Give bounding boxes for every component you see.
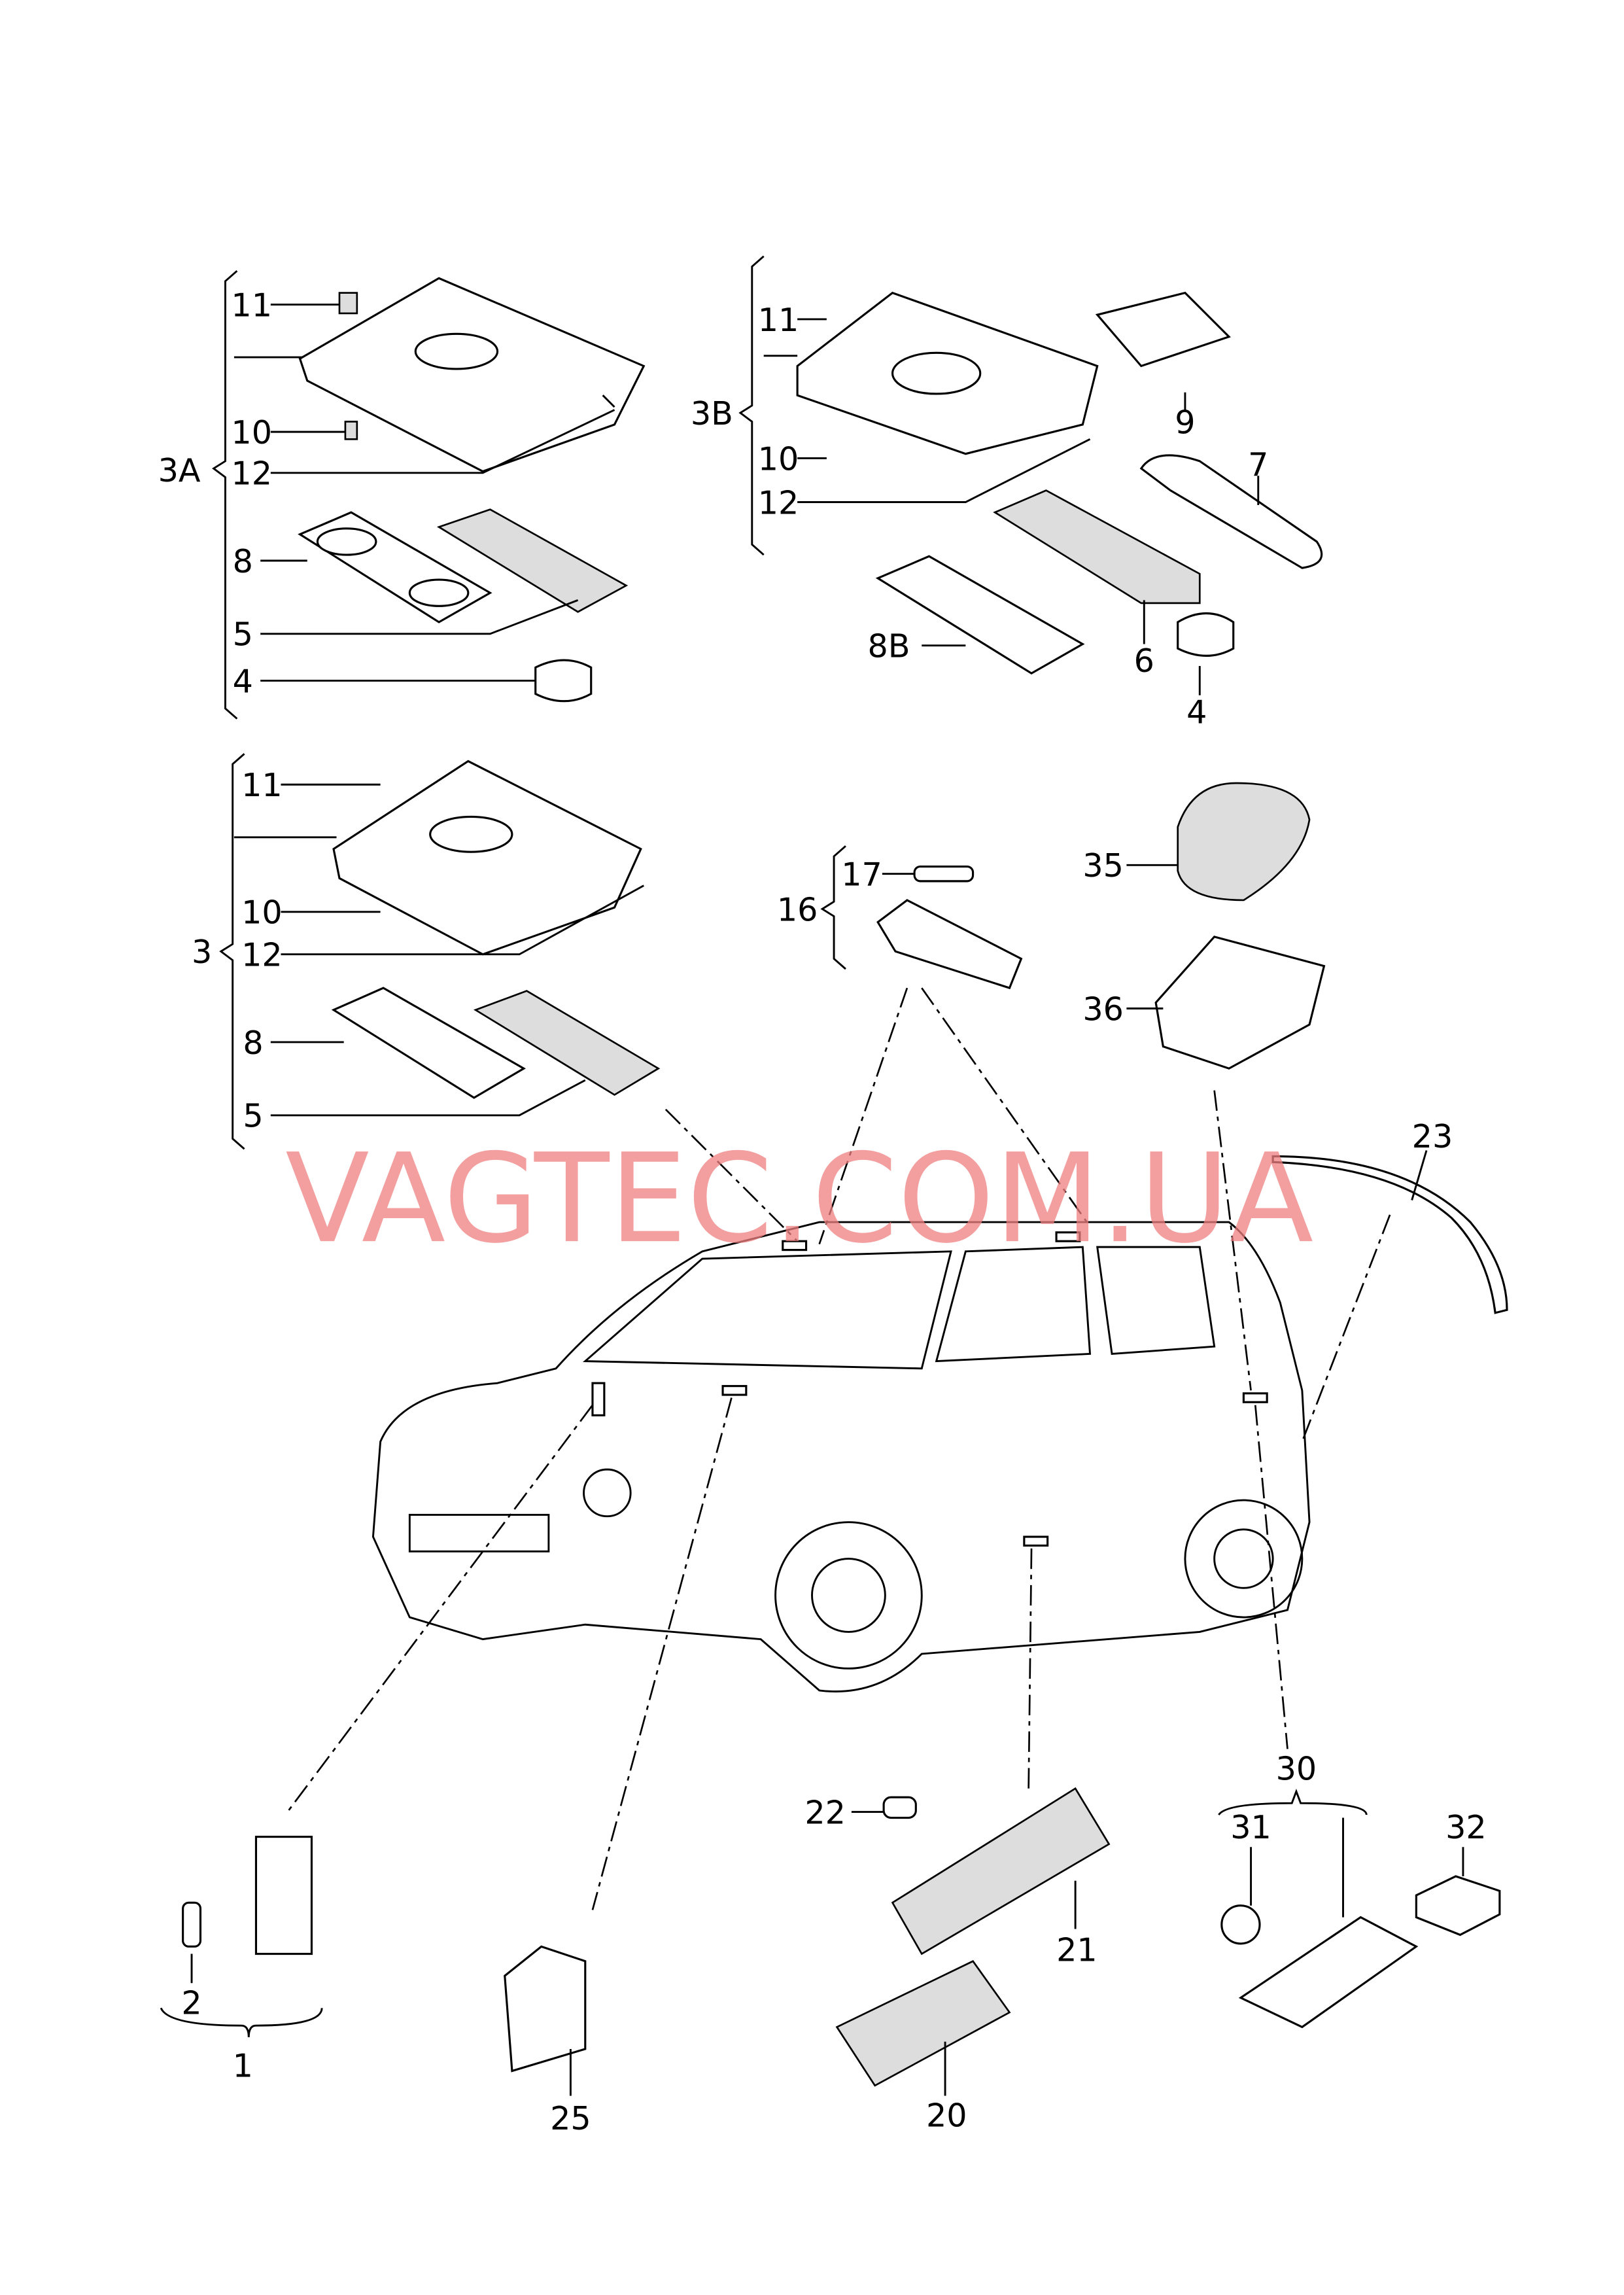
label-5: 5 <box>233 616 253 654</box>
switch-4 <box>534 659 593 703</box>
label-32: 32 <box>1445 1808 1487 1846</box>
label-17: 17 <box>841 856 882 894</box>
lamp-holder <box>254 1836 313 1955</box>
lens-20 <box>835 1960 1011 2087</box>
lens-5 <box>436 508 629 613</box>
label-20: 20 <box>926 2097 967 2135</box>
label-8: 8 <box>233 542 253 580</box>
label-21: 21 <box>1056 1931 1097 1969</box>
label-1: 1 <box>233 2046 253 2084</box>
group-1: 2 1 <box>160 1836 323 2084</box>
switch-4b <box>1177 612 1235 657</box>
group-3: 3 11 10 12 8 5 <box>192 753 661 1150</box>
lens-8 <box>331 987 526 1099</box>
clip-11 <box>338 292 358 315</box>
label-31: 31 <box>1230 1808 1271 1846</box>
vehicle-outline <box>371 1221 1311 1692</box>
lamp-30 <box>1238 1916 1419 2029</box>
trim-7 <box>1139 454 1323 569</box>
bulb-10 <box>344 421 358 440</box>
bulb-31 <box>1220 1904 1261 1945</box>
group-16: 16 17 <box>777 845 1023 990</box>
label-2: 2 <box>181 1984 201 2022</box>
label-16: 16 <box>777 890 818 928</box>
interior-light-housing-3 <box>332 760 642 956</box>
label-30: 30 <box>1276 1749 1317 1787</box>
label-3a: 3A <box>158 451 201 489</box>
label-11: 11 <box>758 301 799 339</box>
interior-light-housing-3a <box>298 277 646 473</box>
label-12: 12 <box>758 483 799 521</box>
label-11: 11 <box>231 286 272 324</box>
label-3: 3 <box>192 933 212 971</box>
label-9: 9 <box>1175 403 1195 441</box>
lamp-16 <box>876 899 1023 990</box>
bulb-2 <box>182 1901 202 1948</box>
label-23: 23 <box>1412 1117 1453 1155</box>
group-3b: 3B 11 10 12 9 7 8B 6 4 <box>691 255 1323 731</box>
group-3a: 3A 11 10 12 8 5 4 <box>158 270 646 720</box>
label-5: 5 <box>243 1097 263 1135</box>
harness-9 <box>1095 291 1231 368</box>
lens-8b <box>875 555 1085 675</box>
label-10: 10 <box>758 440 799 478</box>
label-6: 6 <box>1134 642 1154 680</box>
lens-5 <box>473 990 661 1096</box>
label-10: 10 <box>241 894 283 932</box>
cover-6 <box>993 489 1201 604</box>
label-8: 8 <box>243 1024 263 1062</box>
label-8b: 8B <box>868 627 910 665</box>
label-22: 22 <box>804 1793 846 1831</box>
label-35: 35 <box>1082 847 1124 885</box>
label-25: 25 <box>550 2099 591 2137</box>
trim-23 <box>1271 1155 1508 1314</box>
label-12: 12 <box>241 936 283 974</box>
lamp-21 <box>891 1787 1111 1955</box>
label-7: 7 <box>1248 446 1268 483</box>
switch-25 <box>504 1945 587 2073</box>
part-36 <box>1154 936 1326 1070</box>
label-12: 12 <box>231 455 272 493</box>
label-10: 10 <box>231 413 272 451</box>
label-4: 4 <box>1186 693 1207 731</box>
bulb-17 <box>913 865 975 883</box>
label-11: 11 <box>241 766 283 804</box>
label-3b: 3B <box>691 394 733 432</box>
label-4: 4 <box>233 662 253 700</box>
part-35 <box>1177 782 1311 902</box>
watermark: VAGTEC.COM.UA <box>285 1128 1313 1270</box>
bulb-22 <box>882 1796 917 1819</box>
label-36: 36 <box>1082 990 1124 1028</box>
connector-32 <box>1415 1875 1501 1936</box>
